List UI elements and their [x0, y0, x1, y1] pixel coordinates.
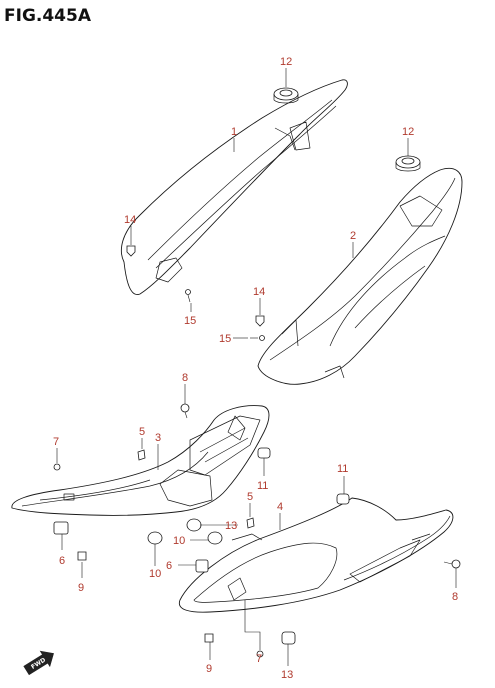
- callout-11-left: 11: [257, 480, 268, 492]
- piece-5-right: [246, 517, 255, 529]
- cushion-10-right: [207, 531, 223, 545]
- callout-15-left: 15: [184, 315, 196, 327]
- screw-15-left: [185, 289, 191, 303]
- callouts: 12 12 1 2 14 14 15 15 8 3 5 7 6 9 11 10 …: [53, 56, 458, 681]
- callout-4: 4: [277, 501, 283, 513]
- callout-8-right: 8: [452, 591, 458, 603]
- grommet-12-right: [395, 155, 421, 172]
- callout-13-right: 13: [281, 669, 293, 681]
- callout-13-left: 13: [225, 520, 237, 532]
- bolt-8-left: [180, 403, 190, 419]
- callout-5-right: 5: [247, 491, 253, 503]
- cushion-11-right: [336, 493, 350, 505]
- part-3-frame-cover: [11, 405, 270, 516]
- callout-5-left: 5: [139, 426, 145, 438]
- callout-14-right: 14: [253, 286, 265, 298]
- screw-7-right: [256, 650, 264, 658]
- cushion-11-left: [257, 447, 271, 459]
- callout-7-left: 7: [53, 436, 59, 448]
- callout-12-top: 12: [280, 56, 292, 68]
- bolt-8-right: [443, 559, 461, 569]
- callout-6-left: 6: [59, 555, 65, 567]
- grommet-12-top: [273, 87, 299, 104]
- cushion-13-left: [186, 518, 202, 532]
- callout-9-right: 9: [206, 663, 212, 675]
- callout-1: 1: [231, 126, 237, 138]
- callout-8-left: 8: [182, 372, 188, 384]
- clip-14-left: [126, 245, 136, 257]
- screw-15-right: [250, 335, 265, 341]
- callout-15-right: 15: [219, 333, 231, 345]
- nut-9-left: [77, 551, 87, 561]
- screw-7-left: [53, 463, 61, 471]
- callout-10-left: 10: [149, 568, 161, 580]
- piece-5-left: [137, 449, 146, 461]
- part-1-side-cover-upper: [120, 79, 348, 295]
- callout-9-left: 9: [78, 582, 84, 594]
- callout-7-right: 7: [256, 653, 262, 665]
- callout-12-right: 12: [402, 126, 414, 138]
- callout-2: 2: [350, 230, 356, 242]
- leader-lines: [56, 68, 457, 666]
- clip-14-right: [255, 315, 265, 327]
- callout-3: 3: [155, 432, 161, 444]
- part-4-side-cover-lower: [178, 497, 454, 613]
- collar-6-left: [53, 521, 69, 535]
- callout-6-right: 6: [166, 560, 172, 572]
- callout-10-right: 10: [173, 535, 185, 547]
- part-2-side-cover-upper-right: [257, 167, 463, 385]
- nut-9-right: [204, 633, 214, 643]
- cushion-10-left: [147, 531, 163, 545]
- collar-6-right: [195, 559, 209, 573]
- callout-11-right: 11: [337, 463, 348, 475]
- callout-14-left: 14: [124, 214, 136, 226]
- cushion-13-right: [281, 631, 296, 645]
- fwd-arrow-icon: FWD: [23, 650, 54, 676]
- figure-title: FIG.445A: [4, 6, 92, 26]
